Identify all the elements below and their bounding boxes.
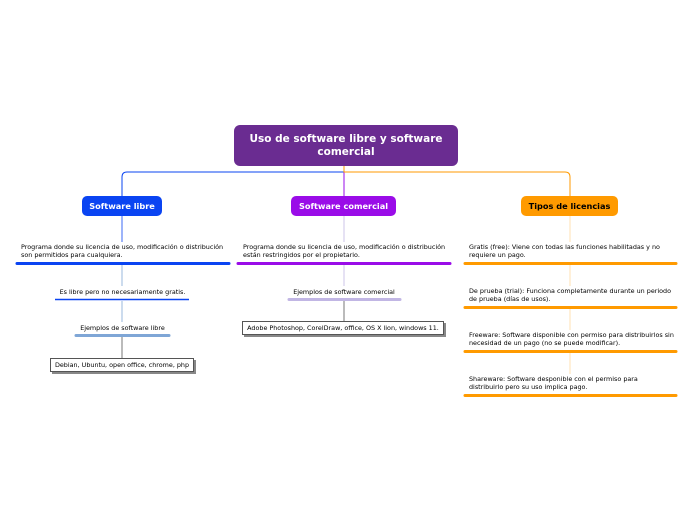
topic-software-libre[interactable]: Software libre <box>82 196 162 216</box>
root-topic[interactable]: Uso de software libre y software comerci… <box>234 125 458 166</box>
licencia-prueba[interactable]: De prueba (trial): Funciona completament… <box>469 287 672 303</box>
comercial-description[interactable]: Programa donde su licencia de uso, modif… <box>243 243 446 259</box>
topic-software-libre-label: Software libre <box>89 201 155 211</box>
licencia-freeware[interactable]: Freeware: Software disponible con permis… <box>469 331 674 347</box>
topic-tipos-licencias-label: Tipos de licencias <box>528 201 611 211</box>
connector-root-libre <box>121 166 345 196</box>
topic-tipos-licencias[interactable]: Tipos de licencias <box>521 196 618 216</box>
connector-root-licencias <box>343 166 571 196</box>
topic-software-comercial-label: Software comercial <box>298 201 389 211</box>
libre-note[interactable]: Es libre pero no necesariamente gratis. <box>59 288 186 296</box>
comercial-examples-label[interactable]: Ejemplos de software comercial <box>293 288 395 296</box>
licencia-gratis[interactable]: Gratis (free): Viene con todas las funci… <box>469 243 660 259</box>
libre-examples-box[interactable]: Debian, Ubuntu, open office, chrome, php <box>50 358 194 372</box>
libre-examples-label[interactable]: Ejemplos de software libre <box>80 324 165 332</box>
comercial-examples-box[interactable]: Adobe Photoshop, CorelDraw, office, OS X… <box>242 321 444 335</box>
topic-software-comercial[interactable]: Software comercial <box>291 196 396 216</box>
libre-description[interactable]: Programa donde su licencia de uso, modif… <box>21 243 224 259</box>
root-title: Uso de software libre y software comerci… <box>249 133 443 158</box>
licencia-shareware[interactable]: Shareware: Software desponible con el pe… <box>469 375 638 391</box>
